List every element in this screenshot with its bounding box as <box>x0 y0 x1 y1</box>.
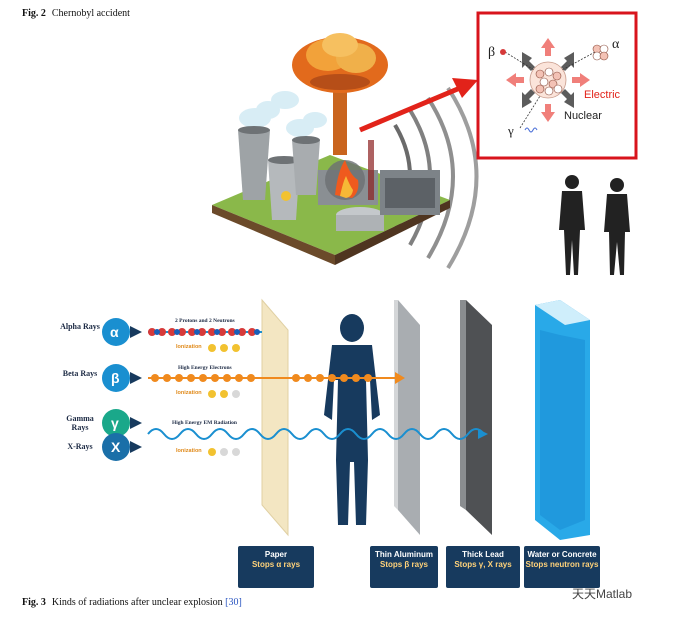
mushroom-cloud <box>292 33 388 155</box>
gamma-desc: High Energy EM Radiation <box>172 420 237 426</box>
xray-symbol: X <box>111 439 121 455</box>
xray-icon <box>102 433 142 461</box>
nucleus <box>529 61 567 99</box>
gamma-ionization: Ionization <box>176 448 202 454</box>
inset-electric-label: Electric <box>584 89 621 101</box>
nuclear-arrows <box>522 52 574 108</box>
electric-arrows <box>506 38 590 122</box>
inset-gamma-label: γ <box>507 123 514 138</box>
fig2-title: Chernobyl accident <box>51 8 130 19</box>
gamma-wave <box>147 428 488 440</box>
beta-ray-icon <box>102 364 142 392</box>
hazard-sign-icon <box>281 191 291 201</box>
fig3-caption: Fig. 3 Kinds of radiations after unclear … <box>22 597 242 608</box>
alpha-ray-icon <box>102 318 142 346</box>
lead-barrier <box>466 300 492 535</box>
fig2-label: Fig. 2 <box>22 8 46 19</box>
steam-clouds <box>239 91 327 137</box>
inset-nuclear-label: Nuclear <box>564 110 602 122</box>
inset-alpha-label: α <box>612 37 620 52</box>
beta-rays-label: Beta Rays <box>62 369 98 378</box>
fig2-caption: Fig. 2 Chernobyl accident <box>22 8 130 19</box>
water-barrier <box>535 300 590 540</box>
aluminum-title: Thin Aluminum <box>375 550 433 559</box>
aluminum-barrier <box>398 300 420 535</box>
alpha-ionization: Ionization <box>176 344 202 350</box>
beta-particle-icon <box>500 49 506 55</box>
chernobyl-illustration: β α γ Electric Nuclear <box>212 11 638 275</box>
human-silhouettes <box>559 175 630 275</box>
human-figure <box>324 314 380 525</box>
alpha-symbol: α <box>110 324 119 340</box>
beta-symbol: β <box>111 370 120 386</box>
xrays-label: X-Rays <box>67 442 93 451</box>
gamma-rays-label: Gamma Rays <box>66 414 94 432</box>
alpha-particle-icon <box>592 44 609 61</box>
alpha-desc: 2 Protons and 2 Neutrons <box>175 318 235 324</box>
water-label: Water or Concrete Stops neutron rays <box>524 546 600 588</box>
paper-label: Paper Stops α rays <box>238 546 314 588</box>
beta-desc: High Energy Electrons <box>178 365 232 371</box>
paper-title: Paper <box>264 550 288 559</box>
lead-sub: Stops γ, X rays <box>454 560 512 569</box>
beta-particles <box>148 372 405 384</box>
alpha-particles <box>148 328 262 336</box>
paper-sub: Stops α rays <box>251 560 301 569</box>
ionization-hazard-icons <box>208 344 240 456</box>
cooling-towers <box>238 126 320 220</box>
fig3-label: Fig. 3 <box>22 597 46 608</box>
gamma-symbol: γ <box>111 415 119 431</box>
inset-beta-label: β <box>488 45 495 60</box>
alpha-rays-label: Alpha Rays <box>60 322 100 331</box>
inset-box <box>476 11 638 160</box>
lead-title: Thick Lead <box>462 550 504 559</box>
water-sub: Stops neutron rays <box>525 560 599 569</box>
pointer-arrow <box>359 78 478 133</box>
gamma-wave-icon <box>524 127 538 133</box>
watermark: 天天Matlab <box>572 587 633 601</box>
beta-ionization: Ionization <box>176 390 202 396</box>
fig3-ref[interactable]: [30] <box>225 597 242 608</box>
aluminum-sub: Stops β rays <box>379 560 428 569</box>
fig3-title: Kinds of radiations after unclear explos… <box>51 597 223 608</box>
water-title: Water or Concrete <box>527 550 597 559</box>
gamma-ray-icon <box>102 409 142 437</box>
lead-label: Thick Lead Stops γ, X rays <box>446 546 520 588</box>
paper-barrier <box>261 298 289 537</box>
reactor-building <box>318 140 440 231</box>
emission-paths <box>504 51 596 129</box>
aluminum-label: Thin Aluminum Stops β rays <box>370 546 438 588</box>
